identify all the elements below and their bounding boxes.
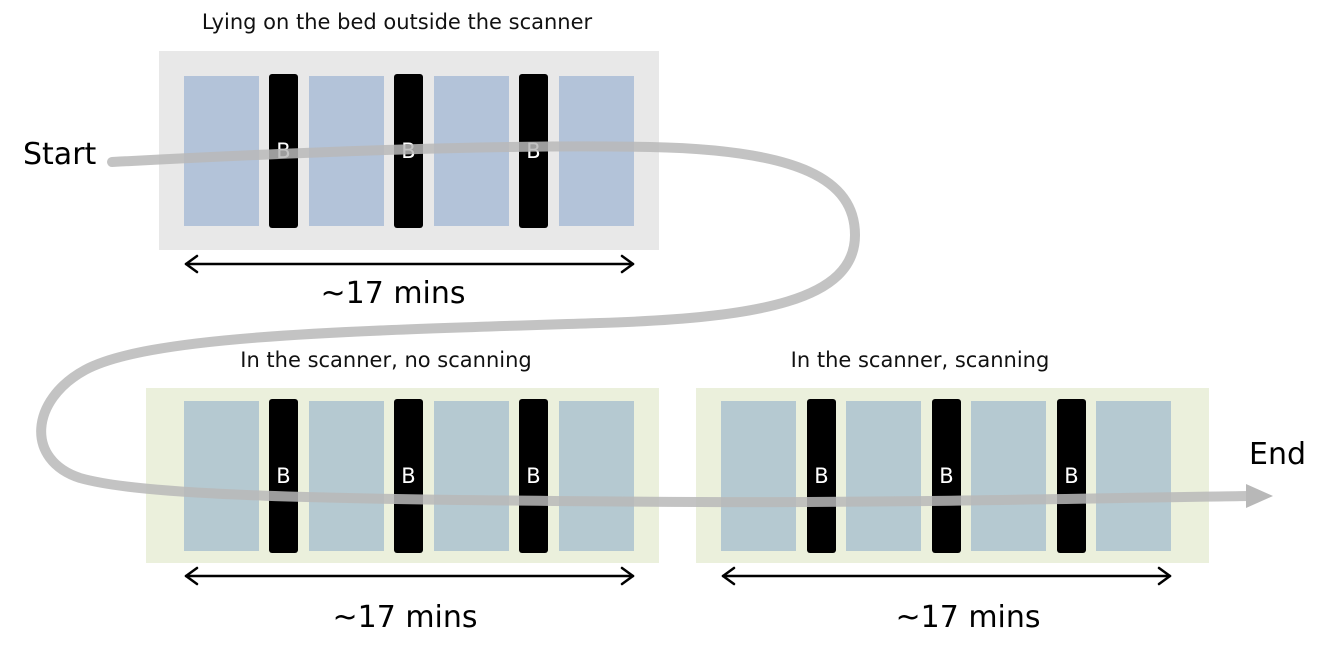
start-label: Start (23, 137, 97, 172)
break-bar: B (519, 399, 548, 553)
break-bar: B (807, 399, 836, 553)
task-block (721, 401, 796, 551)
duration-label: ~17 mins (320, 276, 466, 311)
task-block (1096, 401, 1171, 551)
task-block (184, 401, 259, 551)
break-bar: B (394, 399, 423, 553)
break-bar: B (1057, 399, 1086, 553)
break-bar: B (269, 399, 298, 553)
panel-title-outside-scanner: Lying on the bed outside the scanner (201, 10, 593, 34)
task-block (971, 401, 1046, 551)
duration-label: ~17 mins (895, 600, 1041, 635)
break-bar: B (932, 399, 961, 553)
task-block (559, 401, 634, 551)
duration-arrow (184, 566, 635, 586)
duration-arrow (184, 254, 635, 274)
task-block (434, 401, 509, 551)
task-block (846, 401, 921, 551)
end-label: End (1249, 437, 1307, 472)
duration-arrow (721, 566, 1172, 586)
flow-arrowhead (1246, 484, 1273, 508)
panel-title-scanner-no-scanning: In the scanner, no scanning (240, 348, 532, 372)
panel-title-scanner-scanning: In the scanner, scanning (790, 348, 1050, 372)
flow-line (36, 141, 1255, 508)
duration-label: ~17 mins (332, 600, 478, 635)
task-block (309, 401, 384, 551)
